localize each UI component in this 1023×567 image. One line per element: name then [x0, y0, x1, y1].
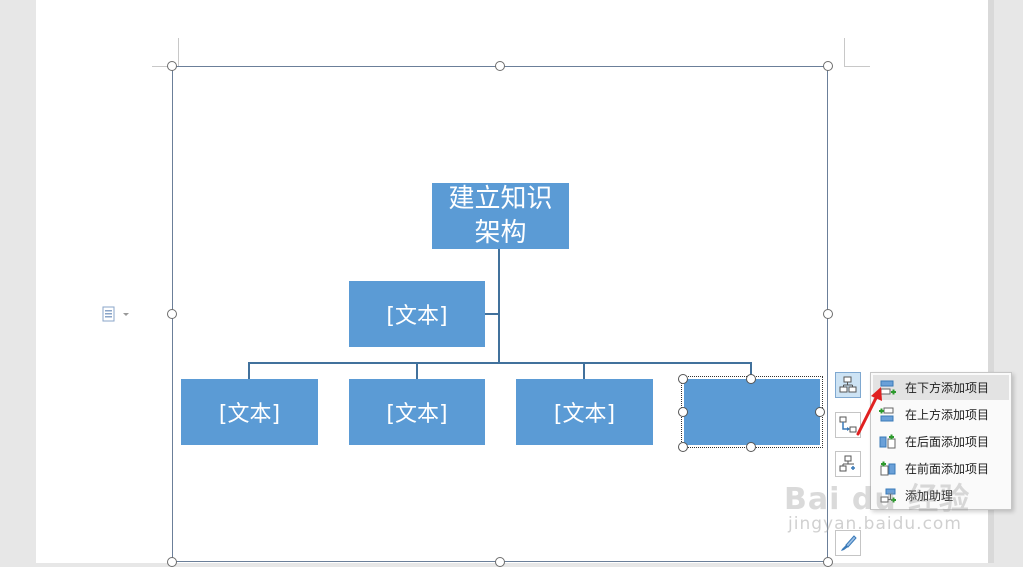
watermark-url: jingyan.baidu.com [788, 514, 962, 534]
child-node[interactable]: [文本] [516, 379, 653, 445]
layout-options-button[interactable] [835, 451, 861, 477]
node-handle[interactable] [746, 442, 756, 452]
change-layout-icon [839, 416, 857, 433]
selected-child-node[interactable] [681, 376, 823, 448]
node-handle[interactable] [678, 407, 688, 417]
page-shadow [988, 0, 994, 563]
add-above-icon [879, 407, 894, 421]
menu-item-label: 在上方添加项目 [905, 408, 990, 422]
smartart-frame[interactable] [172, 66, 828, 562]
connector-line [583, 362, 585, 379]
menu-item-add-assistant[interactable]: 添加助理 [873, 483, 1009, 508]
menu-item-add-above[interactable]: 在上方添加项目 [873, 402, 1009, 427]
resize-handle-bottom-left[interactable] [167, 557, 177, 567]
watermark-brand: Bai du 经验 [784, 482, 971, 517]
annotation-arrow [856, 387, 882, 436]
resize-handle-top-left[interactable] [167, 61, 177, 71]
connector-line [485, 313, 499, 315]
child-node[interactable]: [文本] [349, 379, 485, 445]
menu-item-add-below[interactable]: 在下方添加项目 [873, 375, 1009, 400]
node-handle[interactable] [815, 407, 825, 417]
add-after-icon [879, 434, 896, 448]
add-before-icon [880, 461, 896, 475]
resize-handle-right[interactable] [823, 309, 833, 319]
resize-handle-top[interactable] [495, 61, 505, 71]
resize-handle-top-right[interactable] [823, 61, 833, 71]
menu-item-label: 在下方添加项目 [905, 381, 990, 395]
connector-line [249, 362, 752, 364]
connector-line [750, 362, 752, 379]
menu-item-add-before[interactable]: 在前面添加项目 [873, 456, 1009, 481]
margin-mark [178, 38, 179, 66]
assistant-node[interactable]: [文本] [349, 281, 485, 347]
add-shape-menu: 在下方添加项目 在上方添加项目 在后面添加项目 在前面添加项目 [870, 372, 1012, 510]
menu-item-add-after[interactable]: 在后面添加项目 [873, 429, 1009, 454]
connector-line [248, 362, 250, 379]
add-shape-icon [839, 376, 857, 393]
format-brush-icon [841, 535, 857, 551]
root-node[interactable]: 建立知识 架构 [432, 183, 569, 249]
menu-item-label: 添加助理 [905, 489, 954, 503]
change-layout-button[interactable] [835, 412, 861, 438]
menu-item-label: 在后面添加项目 [905, 435, 990, 449]
document-page [36, 0, 988, 563]
resize-handle-bottom[interactable] [495, 557, 505, 567]
node-handle[interactable] [678, 442, 688, 452]
layout-options-icon [839, 455, 855, 472]
menu-item-label: 在前面添加项目 [905, 462, 990, 476]
add-shape-button[interactable] [835, 372, 861, 398]
resize-handle-left[interactable] [167, 309, 177, 319]
connector-line [498, 249, 500, 364]
margin-mark [152, 66, 178, 67]
margin-mark [844, 66, 870, 67]
node-handle[interactable] [746, 374, 756, 384]
paste-options-icon[interactable] [101, 306, 131, 322]
node-handle[interactable] [678, 374, 688, 384]
add-assistant-icon [880, 488, 896, 502]
connector-line [416, 362, 418, 379]
format-brush-button[interactable] [835, 530, 861, 556]
child-node[interactable]: [文本] [181, 379, 318, 445]
margin-mark [844, 38, 845, 66]
resize-handle-bottom-right[interactable] [823, 557, 833, 567]
